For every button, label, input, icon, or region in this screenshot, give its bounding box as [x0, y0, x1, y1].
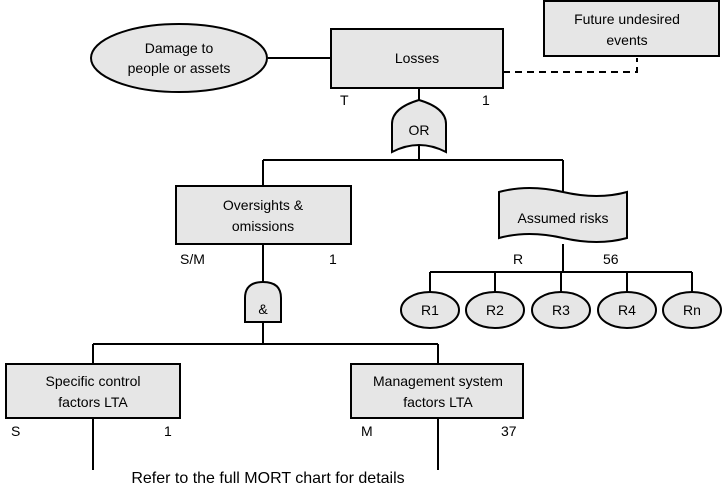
risk-r1-label: R1	[421, 302, 439, 318]
and-gate-label: &	[258, 301, 268, 317]
risk-r3-ellipse	[531, 291, 591, 329]
losses-box	[330, 28, 504, 89]
risk-r3-label: R3	[552, 302, 570, 318]
assumed-risks-shape	[498, 187, 628, 243]
damage-label-line1: Damage to	[145, 40, 214, 56]
assumed-risks-number: 56	[603, 251, 619, 267]
losses-label: Losses	[395, 50, 439, 66]
management-number: 37	[501, 423, 517, 439]
management-system-box	[350, 363, 524, 419]
future-label-line1: Future undesired	[574, 11, 680, 27]
risk-r4-ellipse	[597, 291, 657, 329]
risk-r2-ellipse	[465, 291, 525, 329]
specific-code: S	[11, 423, 20, 439]
footer-note: Refer to the full MORT chart for details	[131, 470, 404, 487]
oversights-number: 1	[329, 251, 337, 267]
risk-r4-label: R4	[618, 302, 636, 318]
specific-label-line1: Specific control	[46, 373, 141, 389]
damage-label-line2: people or assets	[128, 60, 231, 76]
assumed-risks-code: R	[513, 251, 523, 267]
assumed-risks-label: Assumed risks	[517, 210, 608, 226]
management-label-line2: factors LTA	[403, 394, 473, 410]
specific-number: 1	[164, 423, 172, 439]
oversights-code: S/M	[180, 251, 205, 267]
risk-rn-label: Rn	[683, 302, 701, 318]
management-label-line1: Management system	[373, 373, 503, 389]
oversights-label-line1: Oversights &	[223, 197, 304, 213]
losses-number: 1	[482, 92, 490, 108]
management-code: M	[361, 423, 373, 439]
or-gate-shape	[391, 98, 447, 154]
losses-code: T	[340, 92, 349, 108]
risk-r2-label: R2	[486, 302, 504, 318]
risk-r1-ellipse	[400, 291, 460, 329]
connector-losses-future-dashed	[503, 58, 638, 73]
oversights-box	[175, 185, 352, 245]
and-gate-shape	[244, 280, 282, 323]
oversights-label-line2: omissions	[232, 218, 294, 234]
risk-rn-ellipse	[662, 291, 722, 329]
specific-label-line2: factors LTA	[58, 394, 128, 410]
future-events-box	[543, 0, 720, 57]
or-gate-label: OR	[409, 122, 430, 138]
future-label-line2: events	[606, 32, 647, 48]
damage-ellipse	[90, 23, 268, 93]
specific-control-box	[5, 363, 181, 419]
